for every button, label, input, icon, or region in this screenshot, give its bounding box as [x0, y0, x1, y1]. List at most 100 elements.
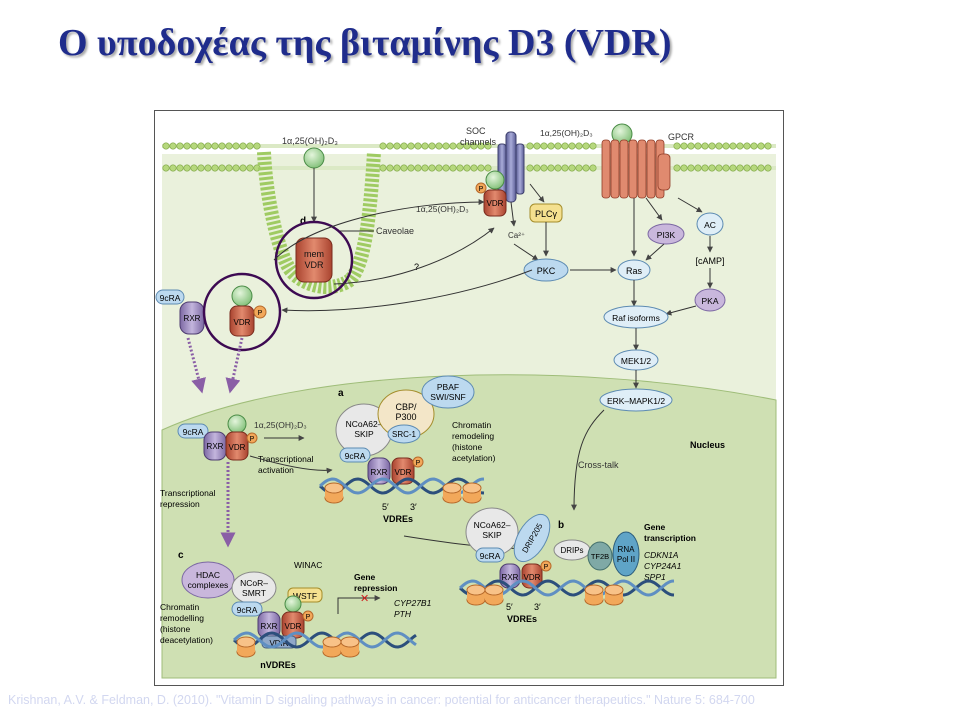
svg-text:remodelling: remodelling	[160, 613, 204, 623]
svg-text:1α,25(OH)₂D₃: 1α,25(OH)₂D₃	[254, 420, 307, 430]
soc-label-1: SOC	[466, 126, 486, 136]
lipid-head	[526, 164, 534, 172]
lipid-head	[414, 142, 422, 150]
lipid-head	[750, 164, 758, 172]
svg-text:nVDREs: nVDREs	[260, 660, 296, 670]
lipid-head	[554, 164, 562, 172]
gene-spp1: SPP1	[644, 572, 666, 582]
svg-text:9cRA: 9cRA	[183, 427, 204, 437]
lipid-head	[533, 142, 541, 150]
lipid-head	[428, 164, 436, 172]
gpcr-label: GPCR	[668, 132, 695, 142]
lipid-head	[477, 142, 485, 150]
lipid-head	[456, 142, 464, 150]
svg-text:9cRA: 9cRA	[345, 451, 366, 461]
hdac	[181, 561, 235, 599]
highlight-circle-mem-vdr	[274, 220, 354, 300]
lipid-head	[197, 142, 205, 150]
svg-text:Pol II: Pol II	[617, 555, 635, 564]
svg-text:a: a	[338, 388, 344, 399]
svg-text:activation: activation	[258, 465, 294, 475]
svg-text:P: P	[306, 614, 311, 621]
lipid-head	[435, 142, 443, 150]
vdr-nucleus	[225, 431, 249, 461]
svg-text:9cRA: 9cRA	[160, 293, 181, 303]
svg-text:b: b	[558, 520, 564, 531]
lipid-head	[715, 164, 723, 172]
svg-text:VDR: VDR	[524, 573, 541, 582]
svg-text:RXR: RXR	[184, 314, 201, 323]
lipid-head	[225, 164, 233, 172]
ninecra-cyto	[155, 289, 185, 305]
gpcr-receptor	[601, 139, 671, 199]
lipid-head	[435, 164, 443, 172]
lipid-head	[757, 164, 765, 172]
soc-label-2: channels	[460, 137, 497, 147]
gene-cyp27b1: CYP27B1	[394, 598, 432, 608]
svg-text:9cRA: 9cRA	[237, 605, 258, 615]
lipid-head	[757, 142, 765, 150]
svg-text:complexes: complexes	[188, 580, 229, 590]
svg-text:HDAC: HDAC	[196, 570, 220, 580]
lipid-head	[589, 164, 597, 172]
lipid-head	[162, 164, 170, 172]
drip205	[513, 513, 551, 563]
lipid-head	[470, 142, 478, 150]
svg-text:WSTF: WSTF	[293, 591, 317, 601]
svg-text:VDR: VDR	[285, 622, 302, 631]
svg-text:P: P	[250, 436, 255, 443]
svg-text:VDR: VDR	[229, 443, 246, 452]
svg-text:Chromatin: Chromatin	[452, 420, 491, 430]
lipid-head	[414, 164, 422, 172]
lipid-head	[190, 142, 198, 150]
src1	[387, 424, 421, 444]
lipid-head	[715, 142, 723, 150]
lipid-head	[484, 142, 492, 150]
svg-text:VDR: VDR	[234, 318, 251, 327]
lipid-head	[211, 164, 219, 172]
svg-text:(histone: (histone	[452, 442, 483, 452]
lipid-head	[701, 164, 709, 172]
lipid-head	[561, 164, 569, 172]
lipid-head	[225, 142, 233, 150]
svg-text:NCoR–: NCoR–	[240, 578, 268, 588]
svg-text:P: P	[416, 460, 421, 467]
rna-pol	[612, 531, 640, 577]
svg-text:RXR: RXR	[261, 622, 278, 631]
pi3k-node	[647, 223, 685, 245]
lipid-head	[253, 142, 261, 150]
repression-cross-icon: ✕	[360, 593, 369, 605]
lipid-head	[239, 164, 247, 172]
lipid-head	[400, 142, 408, 150]
lipid-head	[379, 142, 387, 150]
dna-c	[233, 631, 417, 658]
lipid-head	[190, 164, 198, 172]
svg-text:AC: AC	[704, 220, 716, 230]
lipid-head	[750, 142, 758, 150]
lipid-head	[218, 164, 226, 172]
svg-text:RXR: RXR	[502, 573, 519, 582]
lipid-head	[449, 164, 457, 172]
lipid-head	[764, 164, 772, 172]
svg-text:PLCγ: PLCγ	[535, 209, 558, 219]
svg-text:Chromatin: Chromatin	[160, 602, 199, 612]
svg-text:NCoA62–SKIP: NCoA62–SKIP	[474, 520, 511, 540]
lipid-head	[673, 164, 681, 172]
lipid-head	[204, 164, 212, 172]
lipid-head	[540, 142, 548, 150]
vdr-signaling-diagram: 1α,25(OH)₂D₃ d Caveolae mem VDR SOC chan…	[154, 110, 784, 686]
camp-label: [cAMP]	[695, 256, 724, 266]
lipid-head	[568, 142, 576, 150]
lipid-head	[582, 142, 590, 150]
svg-text:3′: 3′	[410, 502, 417, 512]
svg-text:acetylation): acetylation)	[452, 453, 496, 463]
lipid-head	[421, 164, 429, 172]
lipid-head	[239, 142, 247, 150]
svg-text:SRC-1: SRC-1	[392, 430, 417, 439]
lipid-head	[246, 142, 254, 150]
lipid-head	[386, 164, 394, 172]
lipid-head	[456, 164, 464, 172]
pka-node	[694, 288, 726, 312]
lipid-head	[568, 164, 576, 172]
lipid-head	[575, 164, 583, 172]
